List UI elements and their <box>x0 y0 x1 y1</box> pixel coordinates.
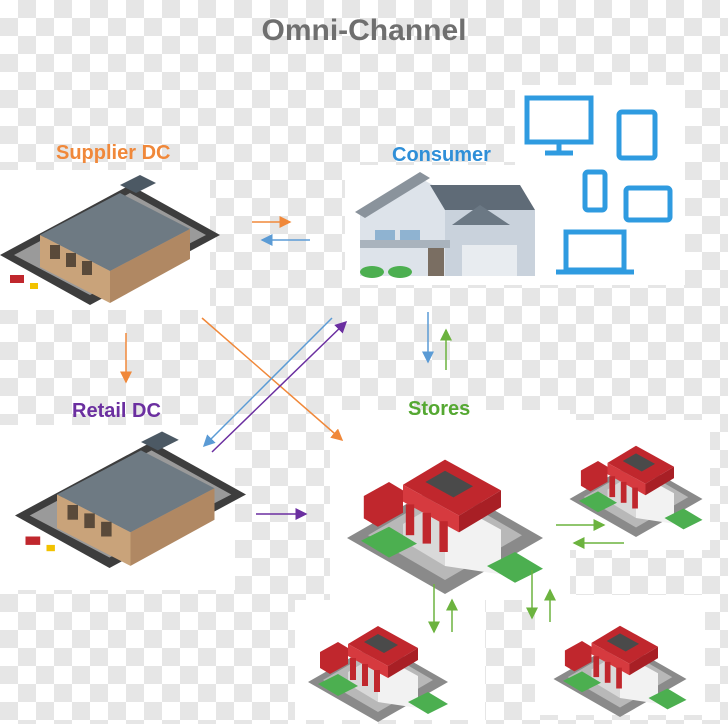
tablet-landscape-icon <box>623 185 673 223</box>
store-right-icon <box>569 445 703 537</box>
retail-dc-label: Retail DC <box>72 400 161 422</box>
arrow-retail-to-consumer <box>211 320 348 453</box>
store-bottom-left-icon <box>308 626 448 722</box>
supplier-dc-label: Supplier DC <box>56 142 171 164</box>
page-title: Omni-Channel <box>261 14 467 47</box>
store-bottom-right-icon <box>553 625 687 717</box>
stores-label: Stores <box>408 398 471 420</box>
laptop-icon <box>556 229 634 275</box>
store-main-icon <box>347 459 543 594</box>
phone-icon <box>582 169 608 213</box>
arrow-stores-to-retail <box>202 317 333 448</box>
devices-group <box>524 95 673 275</box>
tablet-icon <box>616 109 658 161</box>
monitor-icon <box>524 95 594 156</box>
supplier-warehouse-icon <box>0 175 220 305</box>
house-icon <box>355 172 535 278</box>
retail-warehouse-icon <box>15 431 247 568</box>
consumer-label: Consumer <box>392 144 491 166</box>
